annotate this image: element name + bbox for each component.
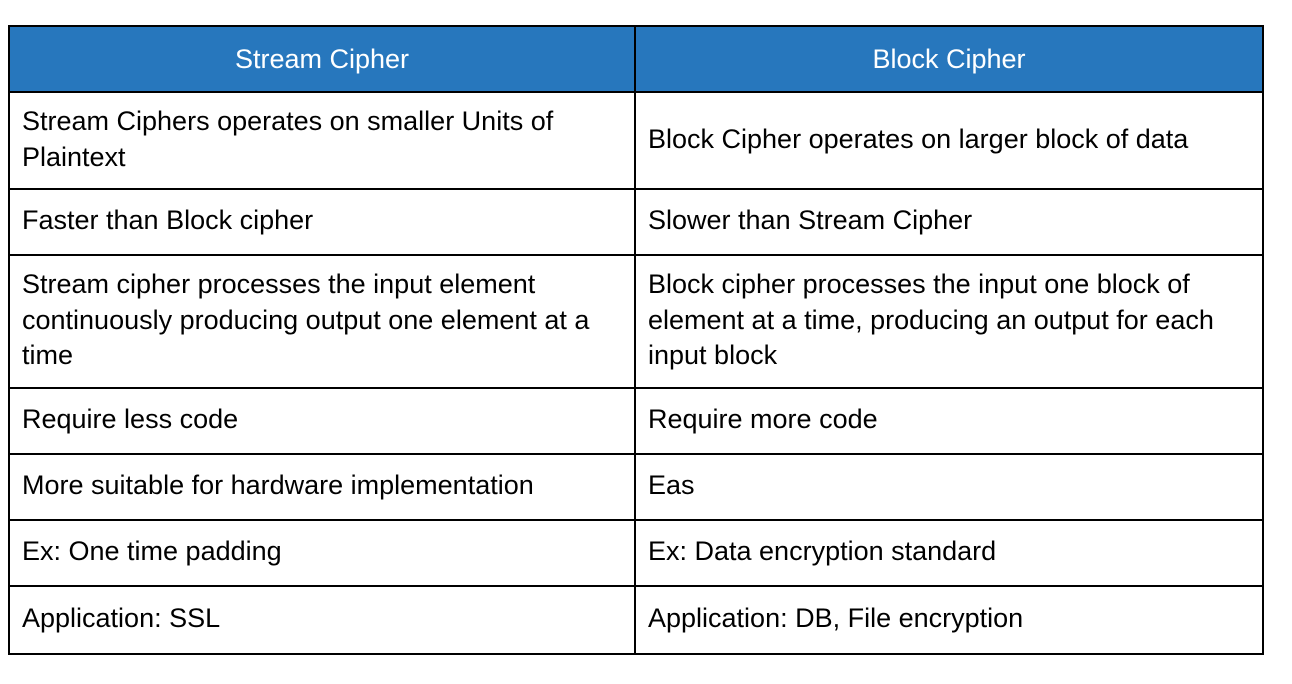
cell-stream-cipher: Require less code xyxy=(8,387,636,455)
cell-stream-cipher: Stream Ciphers operates on smaller Units… xyxy=(8,91,636,190)
header-row: Stream Cipher Block Cipher xyxy=(8,25,1264,93)
cell-block-cipher: Eas xyxy=(634,453,1264,521)
cell-block-cipher: Ex: Data encryption standard xyxy=(634,519,1264,587)
cell-text: Application: DB, File encryption xyxy=(648,603,1024,634)
table-row: Faster than Block cipher Slower than Str… xyxy=(8,188,1264,256)
cell-text: Ex: Data encryption standard xyxy=(648,536,997,567)
cell-text: Block Cipher operates on larger block of… xyxy=(648,123,1189,154)
cell-text: Ex: One time padding xyxy=(22,536,282,567)
cell-text: More suitable for hardware implementatio… xyxy=(22,470,534,501)
cell-block-cipher: Block Cipher operates on larger block of… xyxy=(634,91,1264,190)
table-row: Require less code Require more code xyxy=(8,387,1264,455)
cell-stream-cipher: Faster than Block cipher xyxy=(8,188,636,256)
cell-text: Slower than Stream Cipher xyxy=(648,205,973,236)
table-row: Ex: One time padding Ex: Data encryption… xyxy=(8,519,1264,587)
cell-text: Require more code xyxy=(648,404,878,435)
cell-text: Stream cipher processes the input elemen… xyxy=(22,269,590,371)
column-header-block-cipher: Block Cipher xyxy=(634,25,1264,93)
cell-text: Block cipher processes the input one blo… xyxy=(648,269,1214,371)
cell-text: Faster than Block cipher xyxy=(22,205,314,236)
table-header: Stream Cipher Block Cipher xyxy=(8,25,1264,93)
cell-text: Eas xyxy=(648,470,695,501)
cipher-comparison-table: Stream Cipher Block Cipher Stream Cipher… xyxy=(8,25,1264,655)
cell-block-cipher: Slower than Stream Cipher xyxy=(634,188,1264,256)
cell-stream-cipher: More suitable for hardware implementatio… xyxy=(8,453,636,521)
cell-block-cipher: Application: DB, File encryption xyxy=(634,585,1264,655)
cell-text: Application: SSL xyxy=(22,603,221,634)
table-row: Application: SSL Application: DB, File e… xyxy=(8,585,1264,655)
cell-stream-cipher: Ex: One time padding xyxy=(8,519,636,587)
table-row: More suitable for hardware implementatio… xyxy=(8,453,1264,521)
cell-stream-cipher: Stream cipher processes the input elemen… xyxy=(8,254,636,389)
table-body: Stream Ciphers operates on smaller Units… xyxy=(8,91,1264,655)
table-row: Stream cipher processes the input elemen… xyxy=(8,254,1264,389)
cell-stream-cipher: Application: SSL xyxy=(8,585,636,655)
column-header-stream-cipher: Stream Cipher xyxy=(8,25,636,93)
table-row: Stream Ciphers operates on smaller Units… xyxy=(8,91,1264,190)
cell-block-cipher: Require more code xyxy=(634,387,1264,455)
cell-text: Stream Ciphers operates on smaller Units… xyxy=(22,105,554,172)
cell-block-cipher: Block cipher processes the input one blo… xyxy=(634,254,1264,389)
cell-text: Require less code xyxy=(22,404,239,435)
